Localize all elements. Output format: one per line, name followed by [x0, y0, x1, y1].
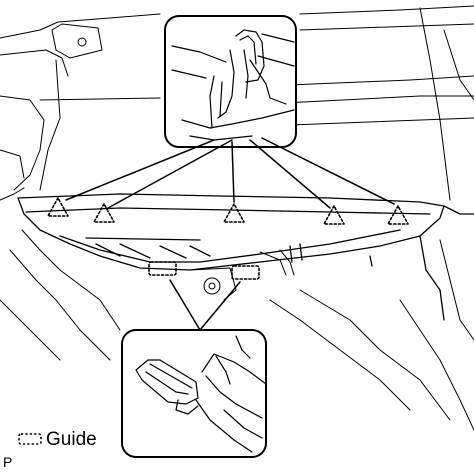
guide-detail-drawing	[135, 335, 267, 453]
clip-marker-5	[387, 205, 409, 225]
clip-detail-callout	[164, 15, 297, 148]
guide-legend-label: Guide	[46, 428, 97, 450]
guide-marker-1	[148, 261, 177, 276]
clip-detail-drawing	[171, 29, 295, 141]
guide-leader-lines	[169, 279, 241, 335]
guide-marker-2	[231, 265, 260, 280]
trim-panel	[17, 193, 474, 321]
clip-marker-3	[223, 203, 245, 223]
clip-leader-lines	[65, 137, 395, 209]
guide-legend-symbol	[18, 433, 42, 445]
clip-detail-frame	[164, 15, 297, 148]
legend: Guide	[18, 426, 97, 452]
guide-markers	[148, 261, 260, 280]
clip-markers	[47, 197, 409, 225]
clip-marker-4	[323, 205, 345, 225]
figure-id: P	[3, 454, 13, 470]
clip-marker-1	[47, 197, 69, 217]
guide-detail-callout	[121, 329, 267, 458]
background-structure	[0, 5, 474, 431]
clip-marker-2	[93, 203, 115, 223]
guide-detail-frame	[121, 329, 267, 458]
